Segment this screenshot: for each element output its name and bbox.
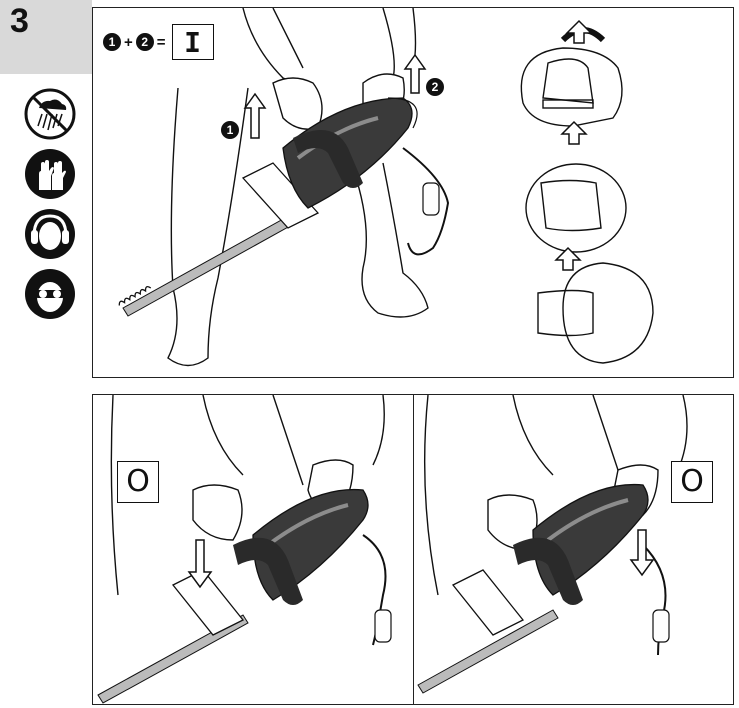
switch-off-label-right: O [680,464,704,499]
hedge-trimmer-left [97,488,392,704]
arrow-label-1: 1 [221,121,239,139]
hedge-trimmer-right [417,483,670,694]
eye-protection-icon [25,269,75,319]
switch-on-formula: 1 + 2 = I [103,24,214,60]
hedge-trimmer [118,97,450,317]
switch-off-label-left: O [126,464,150,499]
switch-off-illustration [97,395,688,704]
switch-on-illustration [118,8,654,367]
step-number: 3 [10,2,29,40]
ear-protection-icon [25,209,75,259]
safety-icons [22,86,78,326]
switch-off-symbol-left: O [117,461,159,503]
switch-off-panel: O O [92,394,734,705]
arrow-label-2: 2 [426,78,444,96]
step-tab: 3 [0,0,92,74]
switch-on-panel: 1 + 2 = I 1 2 [92,7,734,378]
switch-off-symbol-right: O [671,461,713,503]
no-rain-icon [24,88,76,140]
gloves-icon [25,149,75,199]
switch-detail-views [520,47,654,364]
equals-sign: = [156,33,166,51]
panel-divider [413,395,415,704]
step-badge-2: 2 [135,33,154,51]
plus-sign: + [124,33,133,51]
step-badge-1: 1 [103,33,121,51]
switch-on-symbol: I [171,24,214,60]
